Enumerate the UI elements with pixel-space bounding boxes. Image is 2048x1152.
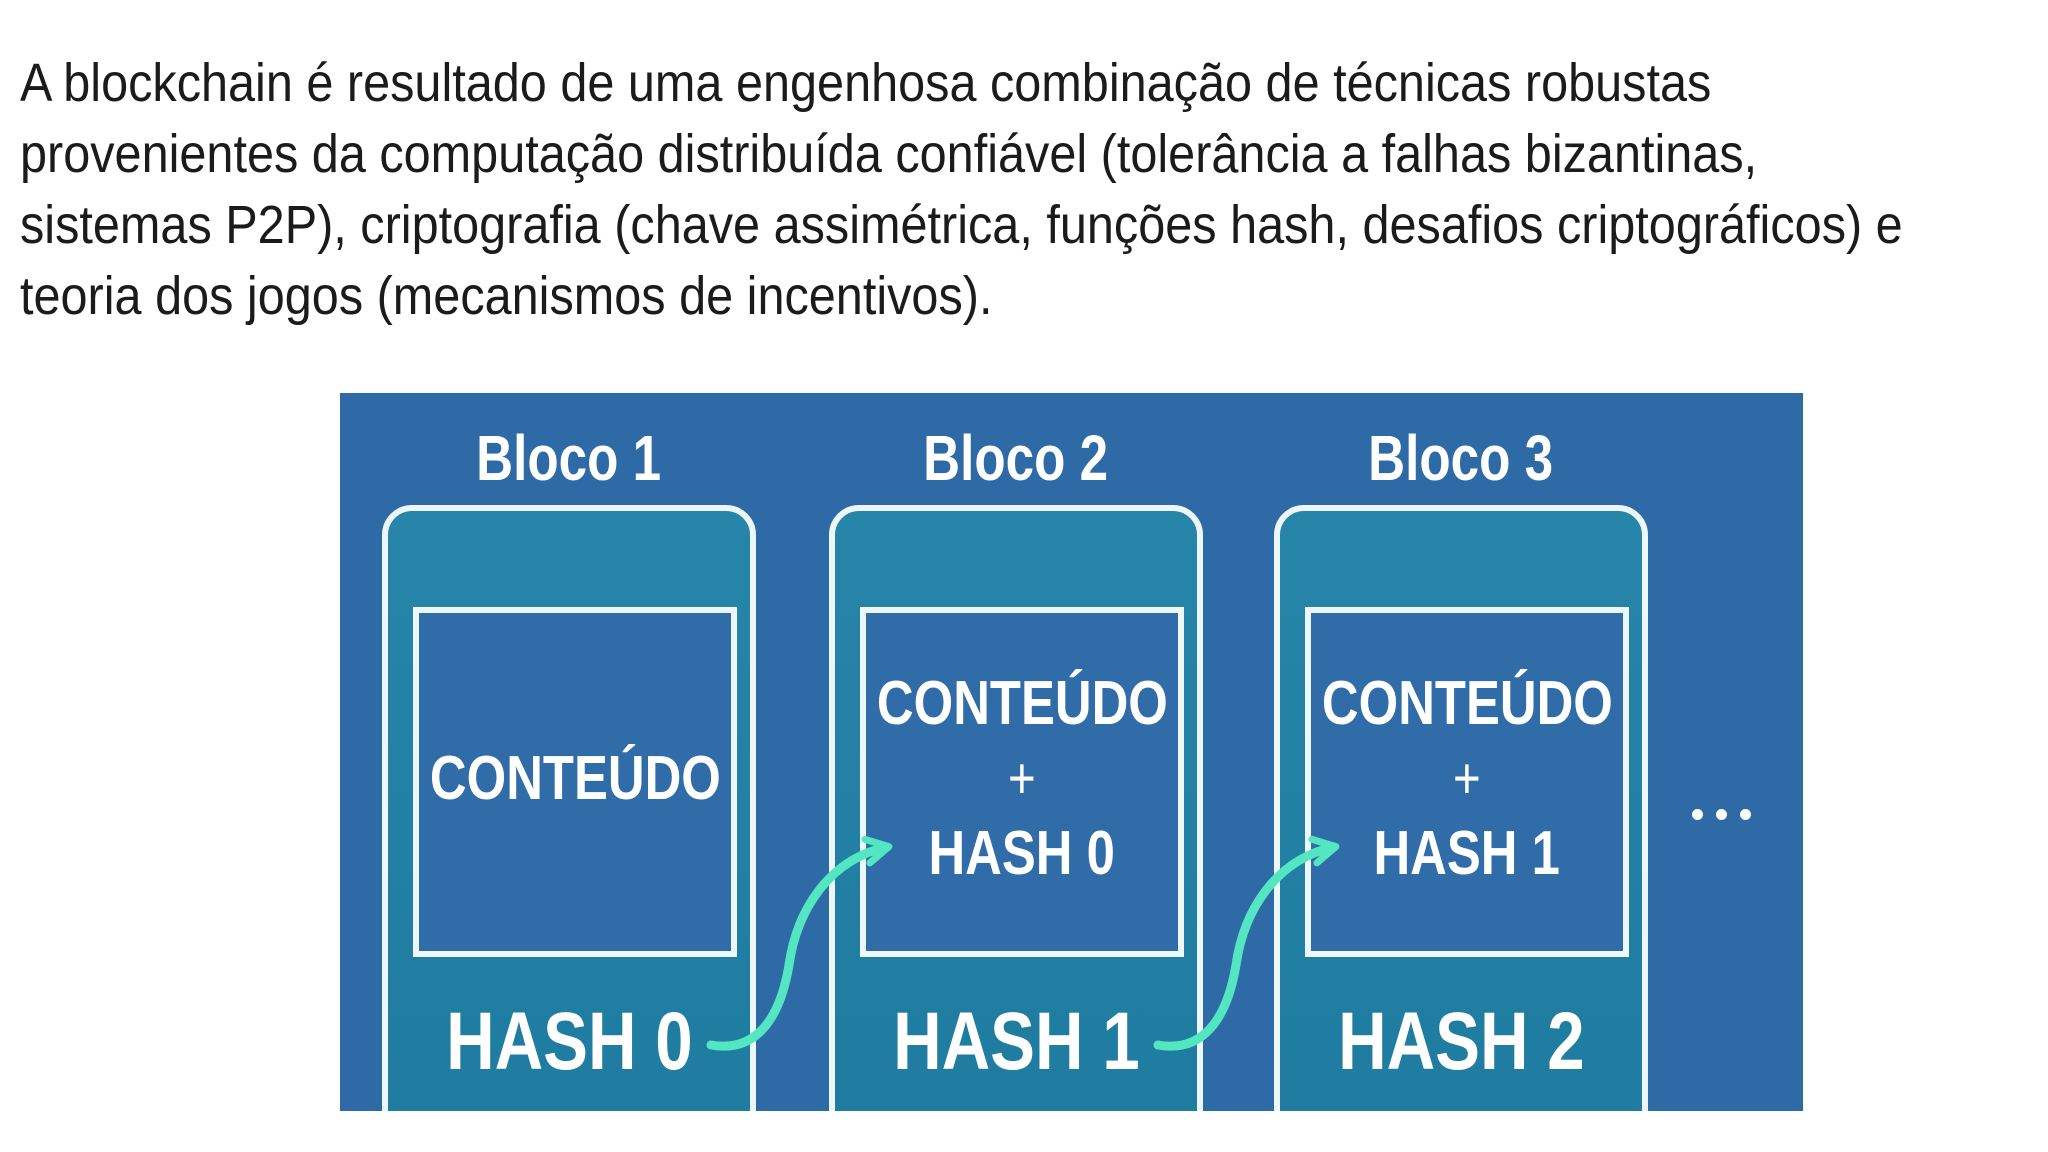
block-3-hash-text: HASH 2 xyxy=(1337,996,1585,1087)
block-2-content-box: CONTEÚDO + HASH 0 xyxy=(860,607,1184,957)
plus-icon: + xyxy=(1008,746,1036,811)
block-1-hash-text: HASH 0 xyxy=(445,996,693,1087)
block-2-title-text: Bloco 2 xyxy=(923,422,1109,494)
block-2-prev-hash-label: HASH 0 xyxy=(928,819,1116,888)
paragraph-line: teoria dos jogos (mecanismos de incentiv… xyxy=(20,266,993,326)
block-3-content-box: CONTEÚDO + HASH 1 xyxy=(1305,607,1629,957)
block-2-hash-text: HASH 1 xyxy=(892,996,1140,1087)
block-1-title: Bloco 1 xyxy=(382,422,756,494)
block-1-hash-label: HASH 0 xyxy=(388,999,750,1085)
block-2: CONTEÚDO + HASH 0 HASH 1 xyxy=(829,505,1203,1111)
ellipsis-icon xyxy=(1692,809,1751,820)
block-3-hash-label: HASH 2 xyxy=(1280,999,1642,1085)
blockchain-diagram: Bloco 1 Bloco 2 Bloco 3 CONTEÚDO HASH 0 … xyxy=(340,393,1803,1111)
ellipsis-dot xyxy=(1716,809,1727,820)
block-2-hash-label: HASH 1 xyxy=(835,999,1197,1085)
plus-icon: + xyxy=(1453,746,1481,811)
block-3-title: Bloco 3 xyxy=(1274,422,1648,494)
block-1-content-label: CONTEÚDO xyxy=(429,744,721,813)
block-1-title-text: Bloco 1 xyxy=(476,422,662,494)
paragraph-line: sistemas P2P), criptografia (chave assim… xyxy=(20,195,1903,255)
paragraph-line: A blockchain é resultado de uma engenhos… xyxy=(20,53,1712,113)
block-3-prev-hash-label: HASH 1 xyxy=(1373,819,1561,888)
paragraph-line: provenientes da computação distribuída c… xyxy=(20,124,1758,184)
block-1-content-box: CONTEÚDO xyxy=(413,607,737,957)
ellipsis-dot xyxy=(1692,809,1703,820)
block-3-title-text: Bloco 3 xyxy=(1368,422,1554,494)
ellipsis-dot xyxy=(1740,809,1751,820)
block-3-content-label: CONTEÚDO xyxy=(1321,669,1613,738)
block-2-content-label: CONTEÚDO xyxy=(876,669,1168,738)
block-2-title: Bloco 2 xyxy=(829,422,1203,494)
intro-paragraph: A blockchain é resultado de uma engenhos… xyxy=(20,48,2030,332)
block-3: CONTEÚDO + HASH 1 HASH 2 xyxy=(1274,505,1648,1111)
block-1: CONTEÚDO HASH 0 xyxy=(382,505,756,1111)
